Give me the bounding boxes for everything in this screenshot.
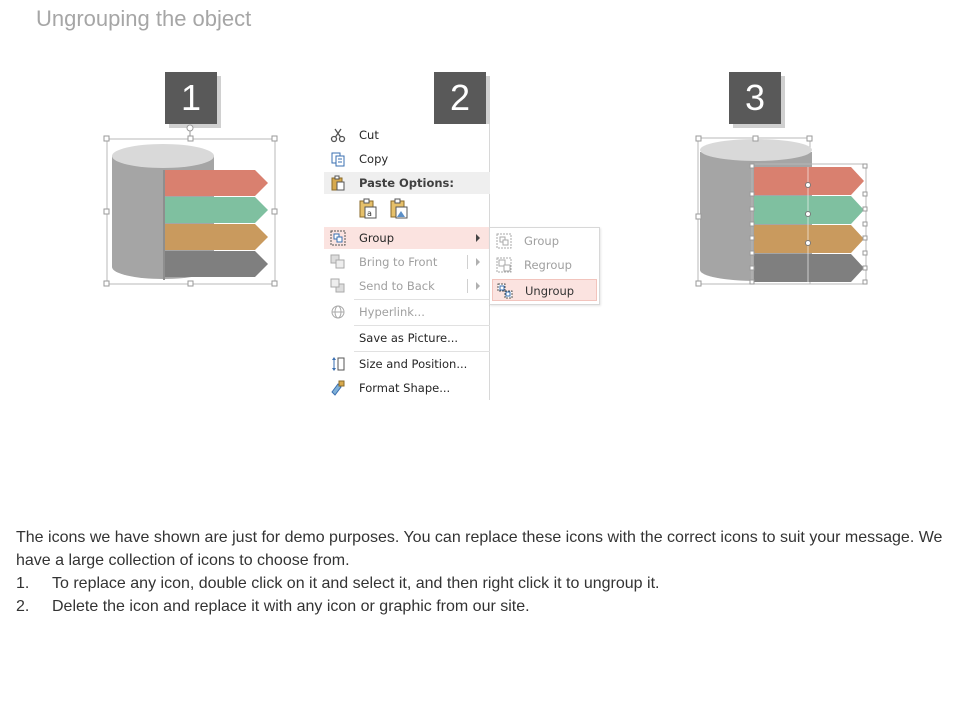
page-title: Ungrouping the object: [36, 6, 252, 31]
menu-item-label: Copy: [359, 152, 389, 166]
split-divider: [467, 255, 468, 269]
clipboard-icon: [331, 175, 345, 191]
menu-item-bring-to-front[interactable]: Bring to Front: [324, 251, 490, 273]
submenu-item-label: Ungroup: [525, 284, 575, 298]
menu-item-format-shape[interactable]: Format Shape...: [324, 377, 490, 399]
paste-keep-formatting-icon[interactable]: a: [357, 198, 379, 220]
regroup-icon: [496, 257, 512, 273]
menu-item-hyperlink[interactable]: Hyperlink...: [324, 301, 490, 323]
submenu-item-regroup[interactable]: Regroup: [492, 254, 597, 276]
svg-text:a: a: [367, 209, 372, 218]
paste-picture-icon[interactable]: [388, 198, 410, 220]
menu-item-label: Send to Back: [359, 279, 435, 293]
submenu-item-label: Regroup: [524, 258, 572, 272]
list-number: 1.: [16, 575, 30, 592]
menu-item-cut[interactable]: Cut: [324, 124, 490, 146]
group-icon: [330, 230, 346, 246]
context-menu: Cut Copy Paste Options: a Group Bring to…: [324, 124, 490, 400]
link-icon: [331, 305, 345, 319]
group-submenu: Group Regroup Ungroup: [489, 227, 600, 305]
submenu-item-ungroup[interactable]: Ungroup: [492, 279, 597, 301]
step-badge-3: 3: [729, 72, 781, 124]
split-divider: [467, 279, 468, 293]
menu-item-label: Save as Picture...: [359, 331, 459, 345]
size-position-icon: [332, 357, 345, 371]
submenu-arrow-icon: [476, 282, 480, 290]
step-badge-1: 1: [165, 72, 217, 124]
send-back-icon: [330, 278, 345, 293]
ungrouped-object-graphic[interactable]: [690, 130, 875, 290]
submenu-item-group[interactable]: Group: [492, 230, 597, 252]
menu-item-label: Paste Options:: [359, 176, 455, 190]
submenu-arrow-icon: [476, 258, 480, 266]
submenu-item-label: Group: [524, 234, 560, 248]
submenu-arrow-icon: [476, 234, 480, 242]
format-shape-icon: [331, 380, 345, 396]
list-text: To replace any icon, double click on it …: [52, 575, 660, 592]
step-badge-2: 2: [434, 72, 486, 124]
menu-separator: [354, 325, 490, 326]
menu-item-group[interactable]: Group: [324, 227, 490, 249]
grouped-object-graphic[interactable]: [100, 124, 285, 294]
bring-front-icon: [330, 254, 345, 269]
list-text: Delete the icon and replace it with any …: [52, 598, 530, 615]
group-icon: [496, 233, 512, 249]
ungroup-icon: [497, 283, 513, 299]
menu-item-label: Cut: [359, 128, 379, 142]
menu-item-label: Group: [359, 231, 395, 245]
menu-item-copy[interactable]: Copy: [324, 148, 490, 170]
menu-item-send-to-back[interactable]: Send to Back: [324, 275, 490, 297]
menu-separator: [354, 351, 490, 352]
list-item: 1. To replace any icon, double click on …: [16, 572, 946, 595]
menu-item-size-and-position[interactable]: Size and Position...: [324, 353, 490, 375]
menu-item-label: Format Shape...: [359, 381, 451, 395]
list-item: 2. Delete the icon and replace it with a…: [16, 595, 946, 618]
copy-icon: [331, 152, 345, 167]
menu-separator: [354, 299, 490, 300]
list-number: 2.: [16, 598, 30, 615]
instructions: The icons we have shown are just for dem…: [16, 526, 946, 618]
intro-paragraph: The icons we have shown are just for dem…: [16, 529, 943, 569]
menu-item-label: Hyperlink...: [359, 305, 425, 319]
menu-item-label: Bring to Front: [359, 255, 438, 269]
menu-item-label: Size and Position...: [359, 357, 468, 371]
scissors-icon: [330, 128, 346, 143]
paste-options-header: Paste Options:: [324, 172, 490, 194]
menu-item-save-as-picture[interactable]: Save as Picture...: [324, 327, 490, 349]
